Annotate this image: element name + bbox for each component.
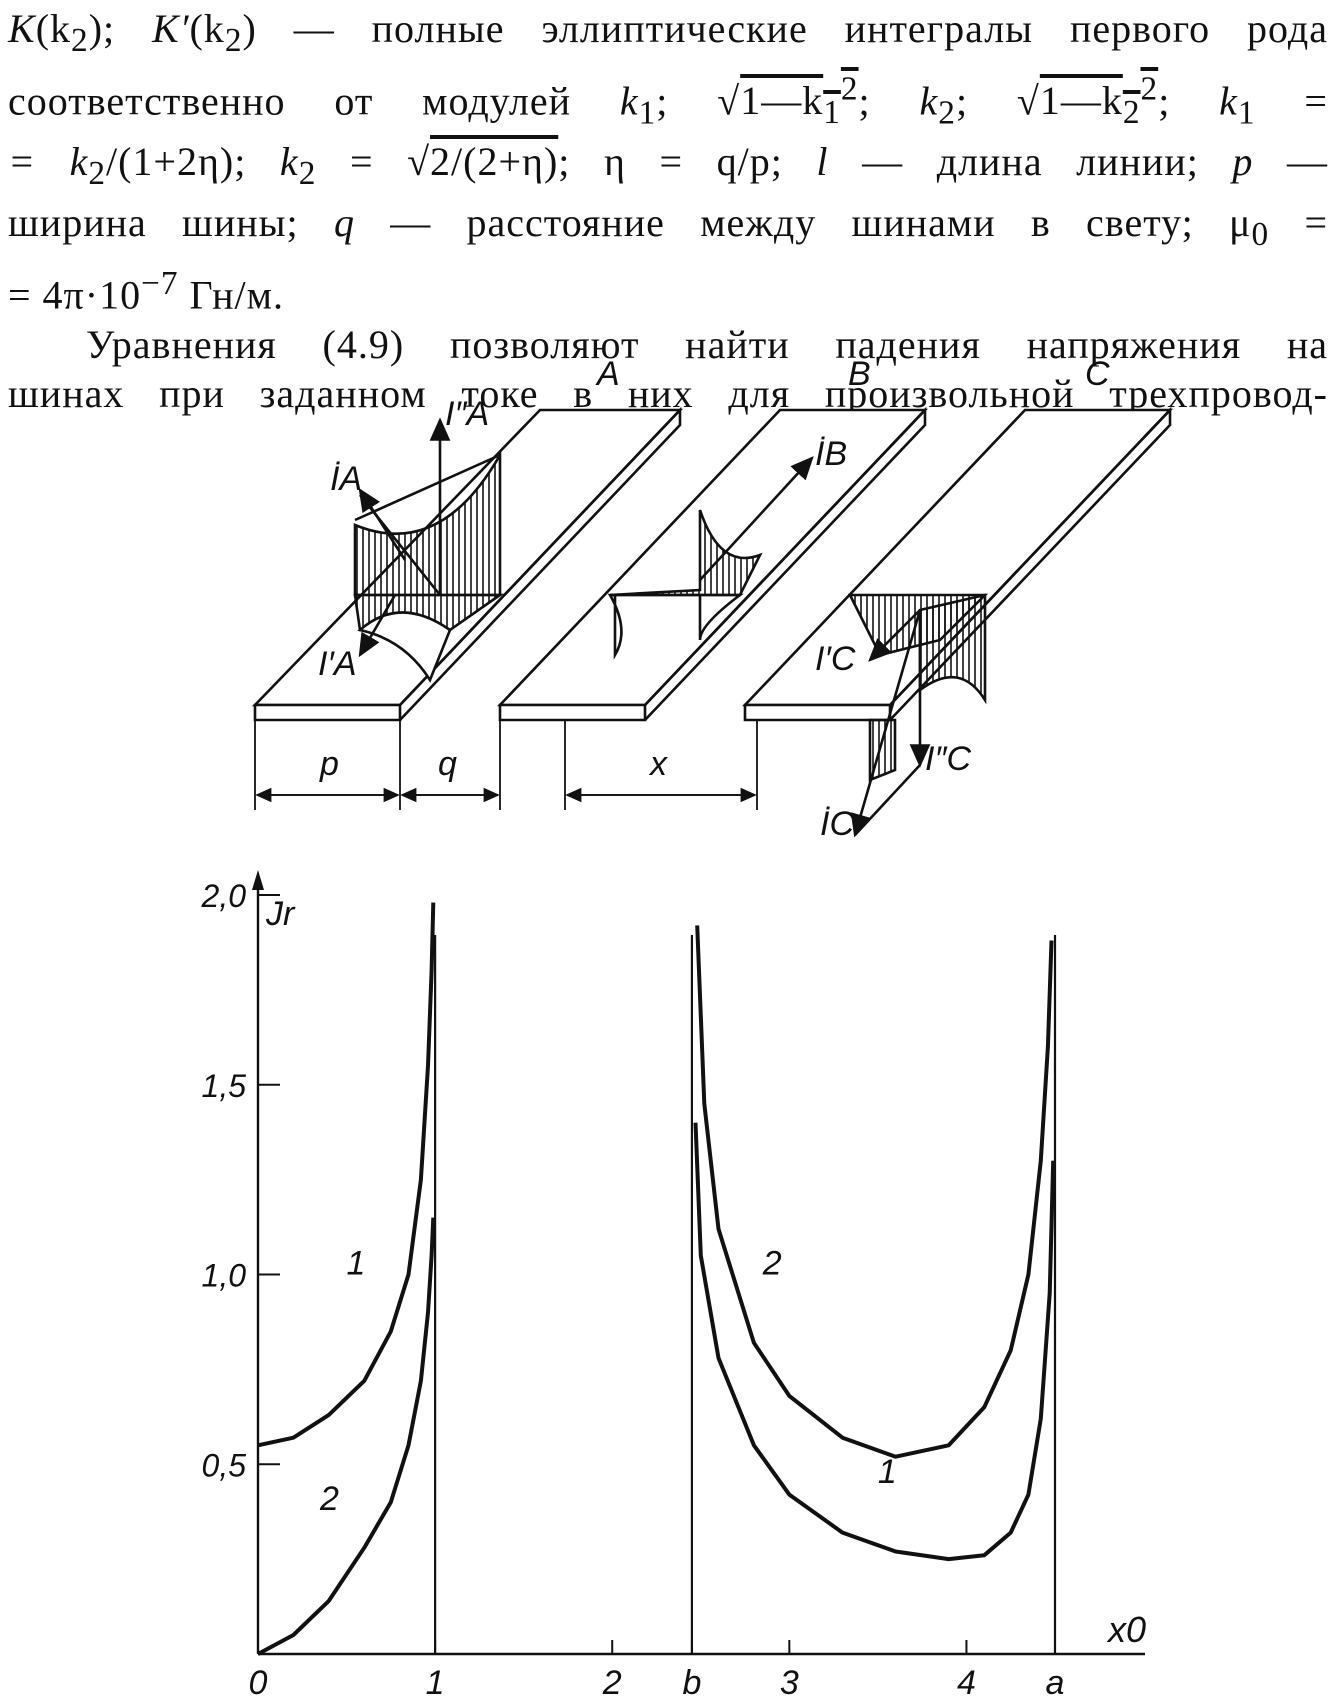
- formula-fragment: = 4π·10: [8, 272, 142, 318]
- text-fragment: — длина линии;: [828, 139, 1233, 185]
- curve-label-2: 2: [319, 1480, 339, 1518]
- equals: =: [1255, 78, 1328, 124]
- x-tick-label: 2: [602, 1664, 622, 1702]
- separator: );: [88, 6, 153, 51]
- text-line-5: = 4π·10−7 Гн/м.: [8, 259, 1328, 319]
- body-text: K(k2); K′(k2) — полные эллиптические инт…: [8, 4, 1328, 418]
- superscript: −7: [141, 265, 179, 303]
- radicand-2: 1—k22: [1039, 71, 1158, 131]
- curve-label-1: 1: [878, 1453, 897, 1491]
- subscript: 2: [224, 22, 243, 59]
- y-tick-label: 1,0: [202, 1258, 247, 1294]
- curve-label-2: 2: [762, 1245, 782, 1283]
- superscript: 2: [1140, 71, 1159, 108]
- radicand-3: 2/(2+η): [430, 139, 559, 185]
- separator: ; √: [656, 78, 741, 124]
- separator: ;: [858, 78, 920, 124]
- x-tick-label: b: [682, 1664, 701, 1702]
- subscript: 2: [88, 155, 106, 193]
- subscript: 0: [1251, 216, 1270, 254]
- x-axis-label: x0: [1106, 1609, 1146, 1650]
- symbol-k2-open: (k: [189, 6, 225, 51]
- symbol-K-prime: K′: [152, 6, 190, 51]
- text-fragment: соответственно от модулей: [8, 78, 620, 124]
- symbol-k: k: [279, 139, 299, 185]
- formula-fragment: ; η = q/p;: [558, 139, 817, 185]
- separator: ;: [1158, 78, 1220, 124]
- formula-fragment: = √: [316, 139, 431, 185]
- y-axis-label: Jr: [265, 895, 296, 933]
- text-fragment: ширина шины;: [8, 200, 334, 246]
- text-fragment: Гн/м.: [178, 272, 284, 318]
- formula-fragment: = k: [8, 139, 89, 185]
- subscript: 2: [71, 22, 89, 59]
- text-fragment: — полные эллиптические интегралы первого…: [256, 6, 1329, 51]
- curve-label-1: 1: [347, 1245, 366, 1283]
- subscript: 1: [1237, 94, 1256, 132]
- text-line-3: = k2/(1+2η); k2 = √2/(2+η); η = q/p; l —…: [8, 137, 1328, 198]
- symbol-l: l: [816, 139, 829, 185]
- dash: —: [1253, 139, 1328, 185]
- curve-2-segment-1: [257, 1217, 436, 1656]
- x-tick-label: a: [1046, 1664, 1065, 1702]
- text-line-6: Уравнения (4.9) позволяют найти падения …: [86, 321, 1328, 367]
- text-line-4: ширина шины; q — расстояние между шинами…: [8, 198, 1328, 259]
- curve-1-segment-2: [693, 1122, 1056, 1562]
- subscript: 1: [638, 94, 657, 132]
- symbol-k: k: [919, 78, 939, 124]
- radicand-text: 1—k: [1039, 78, 1123, 124]
- radicand-1: 1—k12: [740, 71, 858, 131]
- subscript: 2: [298, 155, 317, 193]
- text-line-1: K(k2); K′(k2) — полные эллиптические инт…: [8, 4, 1328, 65]
- text-fragment: — расстояние между шинами в свету; μ: [354, 200, 1252, 246]
- symbol-k: k: [619, 78, 639, 124]
- symbol-k2-open: (k: [35, 6, 72, 51]
- x-tick-label: 3: [780, 1664, 799, 1702]
- curve-1-segment-1: [257, 902, 436, 1448]
- y-tick-label: 0,5: [202, 1447, 247, 1483]
- symbol-p: p: [1232, 139, 1254, 185]
- y-tick-label: 1,5: [202, 1068, 247, 1104]
- symbol-K: K: [8, 6, 36, 51]
- subscript: 1: [823, 94, 841, 132]
- separator: ; √: [955, 78, 1040, 124]
- x-tick-label: 1: [426, 1664, 445, 1702]
- equals: =: [1269, 200, 1329, 246]
- subscript: 2: [1122, 94, 1141, 132]
- curve-2-segment-2: [695, 925, 1054, 1459]
- subscript: 2: [938, 94, 956, 132]
- symbol-q: q: [333, 200, 355, 246]
- x-tick-label: 4: [957, 1664, 976, 1702]
- y-axis-arrow: [252, 870, 264, 890]
- text-line-2: соответственно от модулей k1; √1—k12; k2…: [8, 65, 1328, 137]
- formula-fragment: /(1+2η);: [106, 139, 280, 185]
- radicand-text: 1—k: [740, 78, 824, 124]
- symbol-k: k: [1219, 78, 1238, 124]
- y-tick-label: 2,0: [201, 878, 247, 914]
- x-tick-label: 0: [249, 1664, 268, 1702]
- superscript: 2: [840, 71, 859, 108]
- close-paren: ): [242, 6, 257, 51]
